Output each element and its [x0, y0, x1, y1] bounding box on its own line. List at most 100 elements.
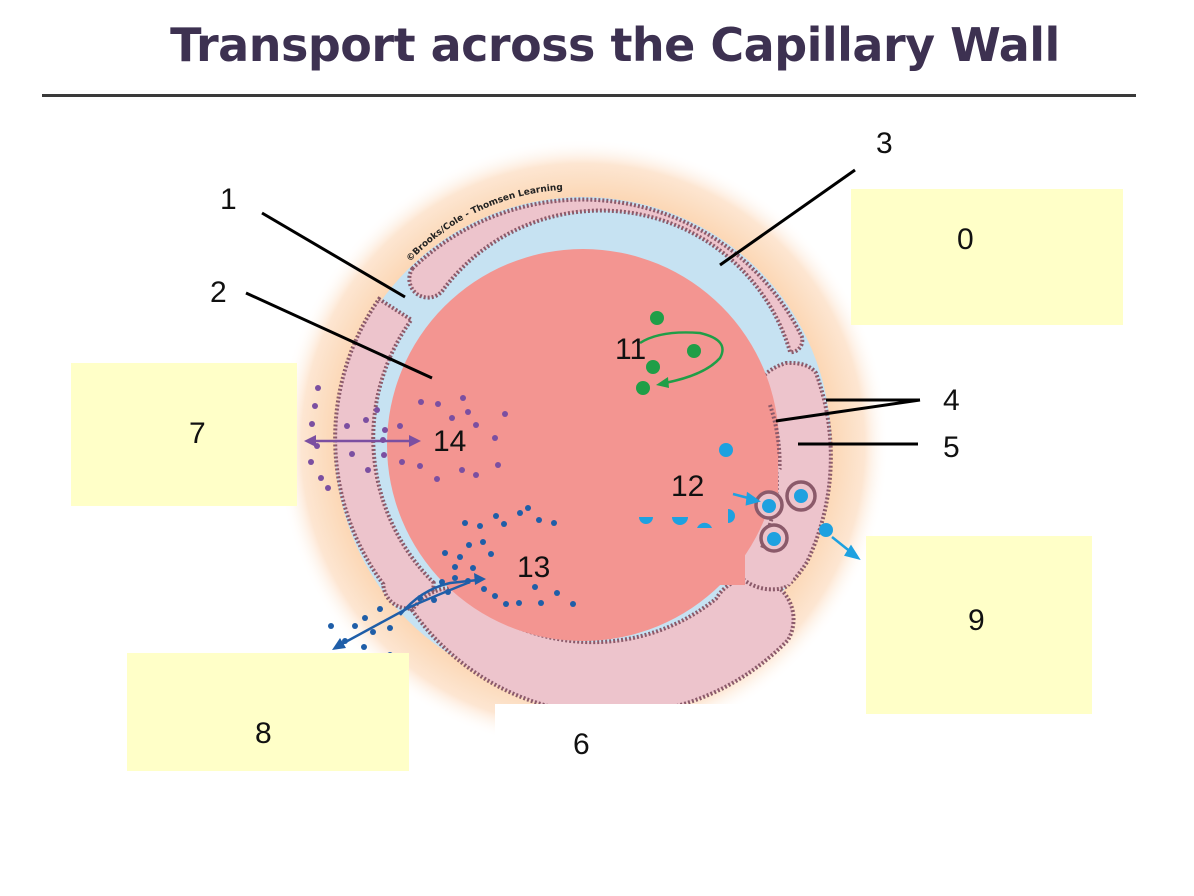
particle: [525, 505, 531, 511]
particle: [365, 467, 371, 473]
particle: [417, 463, 423, 469]
particle: [370, 629, 376, 635]
arrowhead: [304, 435, 316, 447]
label-7: 7: [189, 417, 206, 450]
particle: [434, 476, 440, 482]
cyan-particle: [794, 489, 808, 503]
particle: [470, 565, 476, 571]
particle: [328, 623, 334, 629]
arrowhead: [332, 638, 346, 650]
arrowhead: [474, 573, 486, 585]
label-3: 3: [876, 127, 893, 160]
cyan-particle-half: [697, 522, 712, 528]
particle: [457, 554, 463, 560]
endothelial-cell-left: [333, 296, 436, 611]
cover-patch: [705, 545, 745, 585]
particle: [493, 513, 499, 519]
particle: [551, 520, 557, 526]
particle: [381, 452, 387, 458]
particle: [532, 584, 538, 590]
label-4: 4: [943, 384, 960, 417]
particle: [418, 399, 424, 405]
label-box-9[interactable]: 9: [866, 536, 1092, 714]
particle: [374, 407, 380, 413]
cyan-particle: [762, 499, 776, 513]
particle: [309, 421, 315, 427]
particle: [554, 590, 560, 596]
particle: [312, 403, 318, 409]
leader-line-2: [245, 291, 433, 380]
label-0: 0: [957, 223, 974, 256]
particle: [362, 615, 368, 621]
green-particle: [650, 311, 664, 325]
green-curved-arrow: [639, 331, 724, 385]
particle: [488, 551, 494, 557]
title-divider: [42, 94, 1136, 97]
cyan-particle-half: [639, 517, 653, 524]
particle: [502, 411, 508, 417]
particle: [459, 467, 465, 473]
label-1: 1: [220, 183, 237, 216]
particle: [465, 409, 471, 415]
cover-patch: [636, 455, 778, 505]
particle: [352, 623, 358, 629]
page-title: Transport across the Capillary Wall: [170, 18, 1060, 72]
particle: [460, 395, 466, 401]
particle: [462, 520, 468, 526]
label-box-6[interactable]: 6: [495, 704, 745, 774]
label-9: 9: [968, 604, 985, 637]
purple-particles: [308, 385, 508, 491]
label-2: 2: [210, 276, 227, 309]
particle: [516, 600, 522, 606]
particle: [466, 542, 472, 548]
particle: [495, 462, 501, 468]
particle: [473, 422, 479, 428]
particle: [481, 586, 487, 592]
particle: [503, 601, 509, 607]
endothelial-cell-bottom: [409, 575, 796, 717]
label-14: 14: [433, 425, 466, 458]
particle: [318, 475, 324, 481]
particle: [452, 564, 458, 570]
particle: [308, 459, 314, 465]
particle: [325, 485, 331, 491]
pore-outward-arrow: [339, 580, 471, 647]
label-8: 8: [255, 717, 272, 750]
pore-inward-arrow: [399, 578, 479, 616]
green-particle: [687, 344, 701, 358]
label-box-0[interactable]: 0: [851, 189, 1123, 325]
particle: [361, 644, 367, 650]
particle: [452, 575, 458, 581]
particle: [399, 459, 405, 465]
particle: [501, 521, 507, 527]
particle: [377, 606, 383, 612]
label-5: 5: [943, 431, 960, 464]
particle: [363, 417, 369, 423]
label-box-8[interactable]: 8: [127, 653, 409, 771]
cyan-particle-half: [672, 517, 688, 525]
label-box-7[interactable]: 7: [71, 363, 297, 506]
particle: [344, 423, 350, 429]
particle: [517, 510, 523, 516]
particle: [492, 435, 498, 441]
cyan-particle-half: [728, 509, 735, 523]
particle: [442, 550, 448, 556]
leader-line-1: [261, 211, 406, 299]
leader-line-3: [719, 168, 856, 267]
particle: [536, 517, 542, 523]
arrowhead: [745, 491, 761, 506]
label-6: 6: [573, 728, 590, 761]
particle: [492, 593, 498, 599]
particle: [449, 415, 455, 421]
particle: [435, 401, 441, 407]
particle: [387, 625, 393, 631]
particle: [473, 472, 479, 478]
particle: [477, 523, 483, 529]
particle: [382, 427, 388, 433]
arrowhead: [844, 544, 861, 560]
particle: [315, 385, 321, 391]
label-12: 12: [671, 470, 704, 503]
particle: [570, 601, 576, 607]
cyan-particle: [767, 532, 781, 546]
